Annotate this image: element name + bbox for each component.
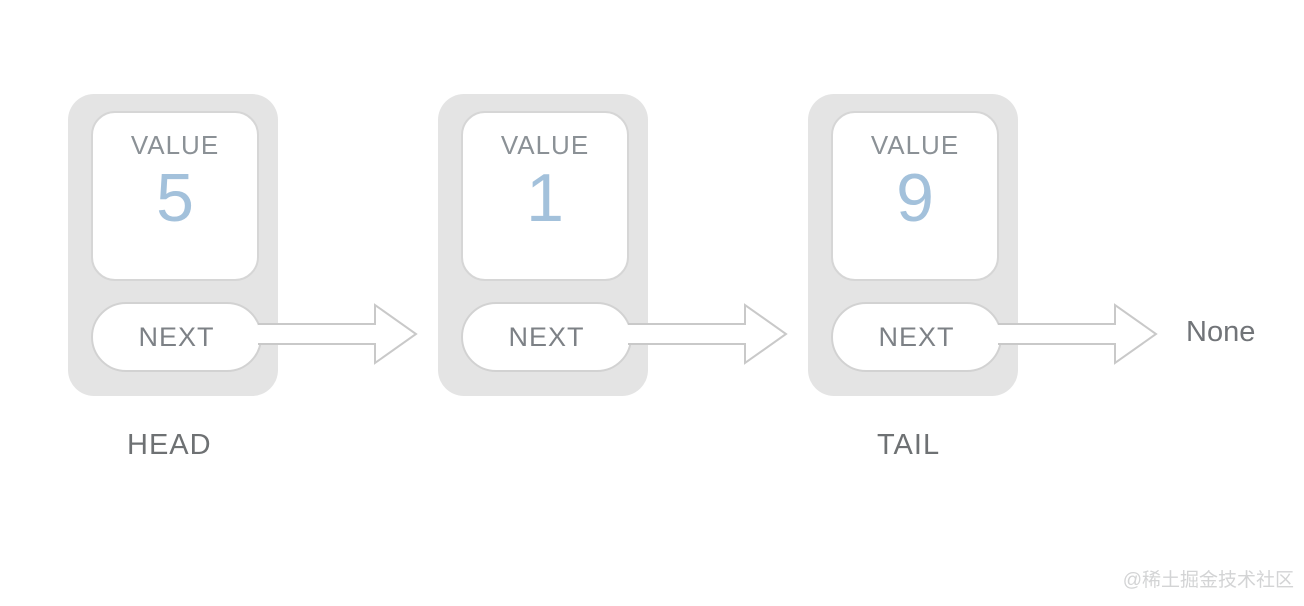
next-pointer: NEXT <box>461 302 632 372</box>
node-value: 9 <box>896 160 934 236</box>
terminator-label: None <box>1186 316 1256 348</box>
head-label: HEAD <box>127 429 212 461</box>
next-arrow-icon <box>628 303 788 365</box>
node-value: 5 <box>156 160 194 236</box>
node-value: 1 <box>526 160 564 236</box>
next-arrow-icon <box>258 303 418 365</box>
next-pointer: NEXT <box>831 302 1002 372</box>
watermark: @稀土掘金技术社区 <box>1122 570 1294 591</box>
value-box: VALUE 1 <box>461 111 629 281</box>
value-label: VALUE <box>870 130 960 160</box>
next-arrow-icon <box>998 303 1158 365</box>
value-label: VALUE <box>130 130 220 160</box>
tail-label: TAIL <box>877 429 941 461</box>
value-box: VALUE 5 <box>91 111 259 281</box>
list-node-3: VALUE 9 NEXT <box>808 94 1018 396</box>
value-box: VALUE 9 <box>831 111 999 281</box>
list-node-1: VALUE 5 NEXT <box>68 94 278 396</box>
list-node-2: VALUE 1 NEXT <box>438 94 648 396</box>
value-label: VALUE <box>500 130 590 160</box>
next-pointer: NEXT <box>91 302 262 372</box>
